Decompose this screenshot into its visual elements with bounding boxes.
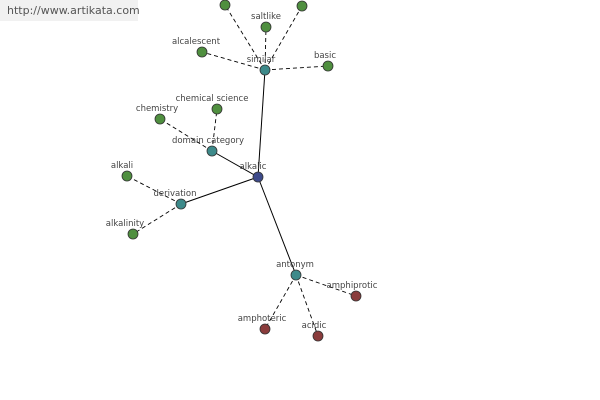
edge-derivation-alkali <box>126 175 182 205</box>
node-similar[interactable] <box>259 64 271 76</box>
node-amphiprotic[interactable] <box>350 290 362 302</box>
edge-domain-chemistry <box>159 118 213 152</box>
source-url-link[interactable]: http://www.artikata.com <box>7 4 140 17</box>
node-derivation[interactable] <box>175 198 187 210</box>
label-derivation: derivation <box>153 189 196 199</box>
node-basic[interactable] <box>322 60 334 72</box>
label-alkalinity: alkalinity <box>106 219 144 229</box>
label-similar: similar <box>247 55 276 65</box>
label-amphoteric: amphoteric <box>238 314 287 324</box>
edge-derivation-alkalinity <box>132 203 182 235</box>
edge-antonym-amphoteric <box>264 274 297 330</box>
label-saltlike: saltlike <box>251 12 281 22</box>
edge-alkalic-similar <box>257 69 266 178</box>
label-chemical-science: chemical science <box>176 94 249 104</box>
label-alkali: alkali <box>111 161 133 171</box>
node-chemical-science[interactable] <box>211 103 223 115</box>
edge-similar-top-left <box>224 4 266 71</box>
label-alcalescent: alcalescent <box>172 37 221 47</box>
edge-domain-chemical-science <box>211 108 218 152</box>
edge-alkalic-antonym <box>257 176 297 276</box>
node-domain-category[interactable] <box>206 145 218 157</box>
label-chemistry: chemistry <box>136 104 178 114</box>
node-amphoteric[interactable] <box>259 323 271 335</box>
node-unlabeled-top-left[interactable] <box>219 0 231 11</box>
node-acidic[interactable] <box>312 330 324 342</box>
label-alkalic: alkalic <box>240 162 267 172</box>
edge-similar-saltlike <box>264 26 267 71</box>
node-alcalescent[interactable] <box>196 46 208 58</box>
edge-similar-top-right <box>264 5 303 71</box>
node-alkali[interactable] <box>121 170 133 182</box>
node-chemistry[interactable] <box>154 113 166 125</box>
node-alkalinity[interactable] <box>127 228 139 240</box>
node-saltlike[interactable] <box>260 21 272 33</box>
source-banner: http://www.artikata.com <box>0 0 140 21</box>
edge-alkalic-derivation <box>180 176 259 205</box>
label-domain-category: domain category <box>172 136 244 146</box>
node-unlabeled-top-right[interactable] <box>296 0 308 12</box>
label-basic: basic <box>314 51 336 61</box>
edge-similar-alcalescent <box>201 51 266 71</box>
edge-alkalic-domain-category <box>211 150 259 178</box>
edge-similar-basic <box>264 65 329 71</box>
node-alkalic[interactable] <box>252 171 264 183</box>
edge-antonym-amphiprotic <box>295 274 357 297</box>
node-antonym[interactable] <box>290 269 302 281</box>
label-antonym: antonym <box>276 260 314 270</box>
label-acidic: acidic <box>302 321 327 331</box>
edge-antonym-acidic <box>295 274 319 337</box>
label-amphiprotic: amphiprotic <box>327 281 378 291</box>
